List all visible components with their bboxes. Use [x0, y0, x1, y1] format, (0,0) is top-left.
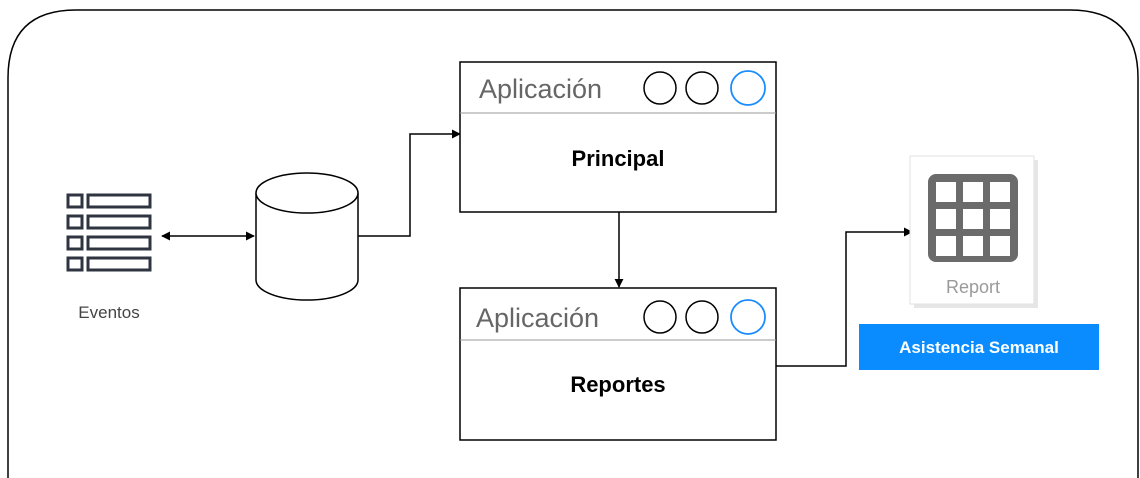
circle-icon — [643, 300, 677, 334]
circle-blue-icon — [730, 70, 766, 106]
circle-icon — [685, 300, 719, 334]
grid-report-icon — [928, 174, 1018, 262]
db-to-principal-connector — [358, 129, 461, 237]
reportes-to-report-connector — [776, 227, 913, 367]
circle-blue-icon — [730, 299, 766, 335]
table-list-icon — [66, 193, 152, 272]
database-cylinder-icon — [255, 172, 359, 301]
circle-icon — [643, 71, 677, 105]
events-label: Eventos — [78, 303, 139, 322]
report-badge-text: Asistencia Semanal — [899, 338, 1059, 357]
report-document[interactable]: Report — [909, 155, 1038, 308]
app-window-reportes[interactable]: Aplicación Reportes — [459, 287, 777, 441]
app-reportes-title: Aplicación — [476, 303, 599, 333]
report-label: Report — [946, 277, 1000, 297]
circle-icon — [685, 71, 719, 105]
report-badge: Asistencia Semanal — [859, 324, 1099, 370]
app-window-principal[interactable]: Aplicación Principal — [459, 61, 777, 213]
app-principal-title: Aplicación — [479, 74, 602, 104]
app-reportes-name: Reportes — [570, 372, 665, 397]
container-border — [7, 9, 1139, 478]
app-principal-name: Principal — [572, 146, 665, 171]
